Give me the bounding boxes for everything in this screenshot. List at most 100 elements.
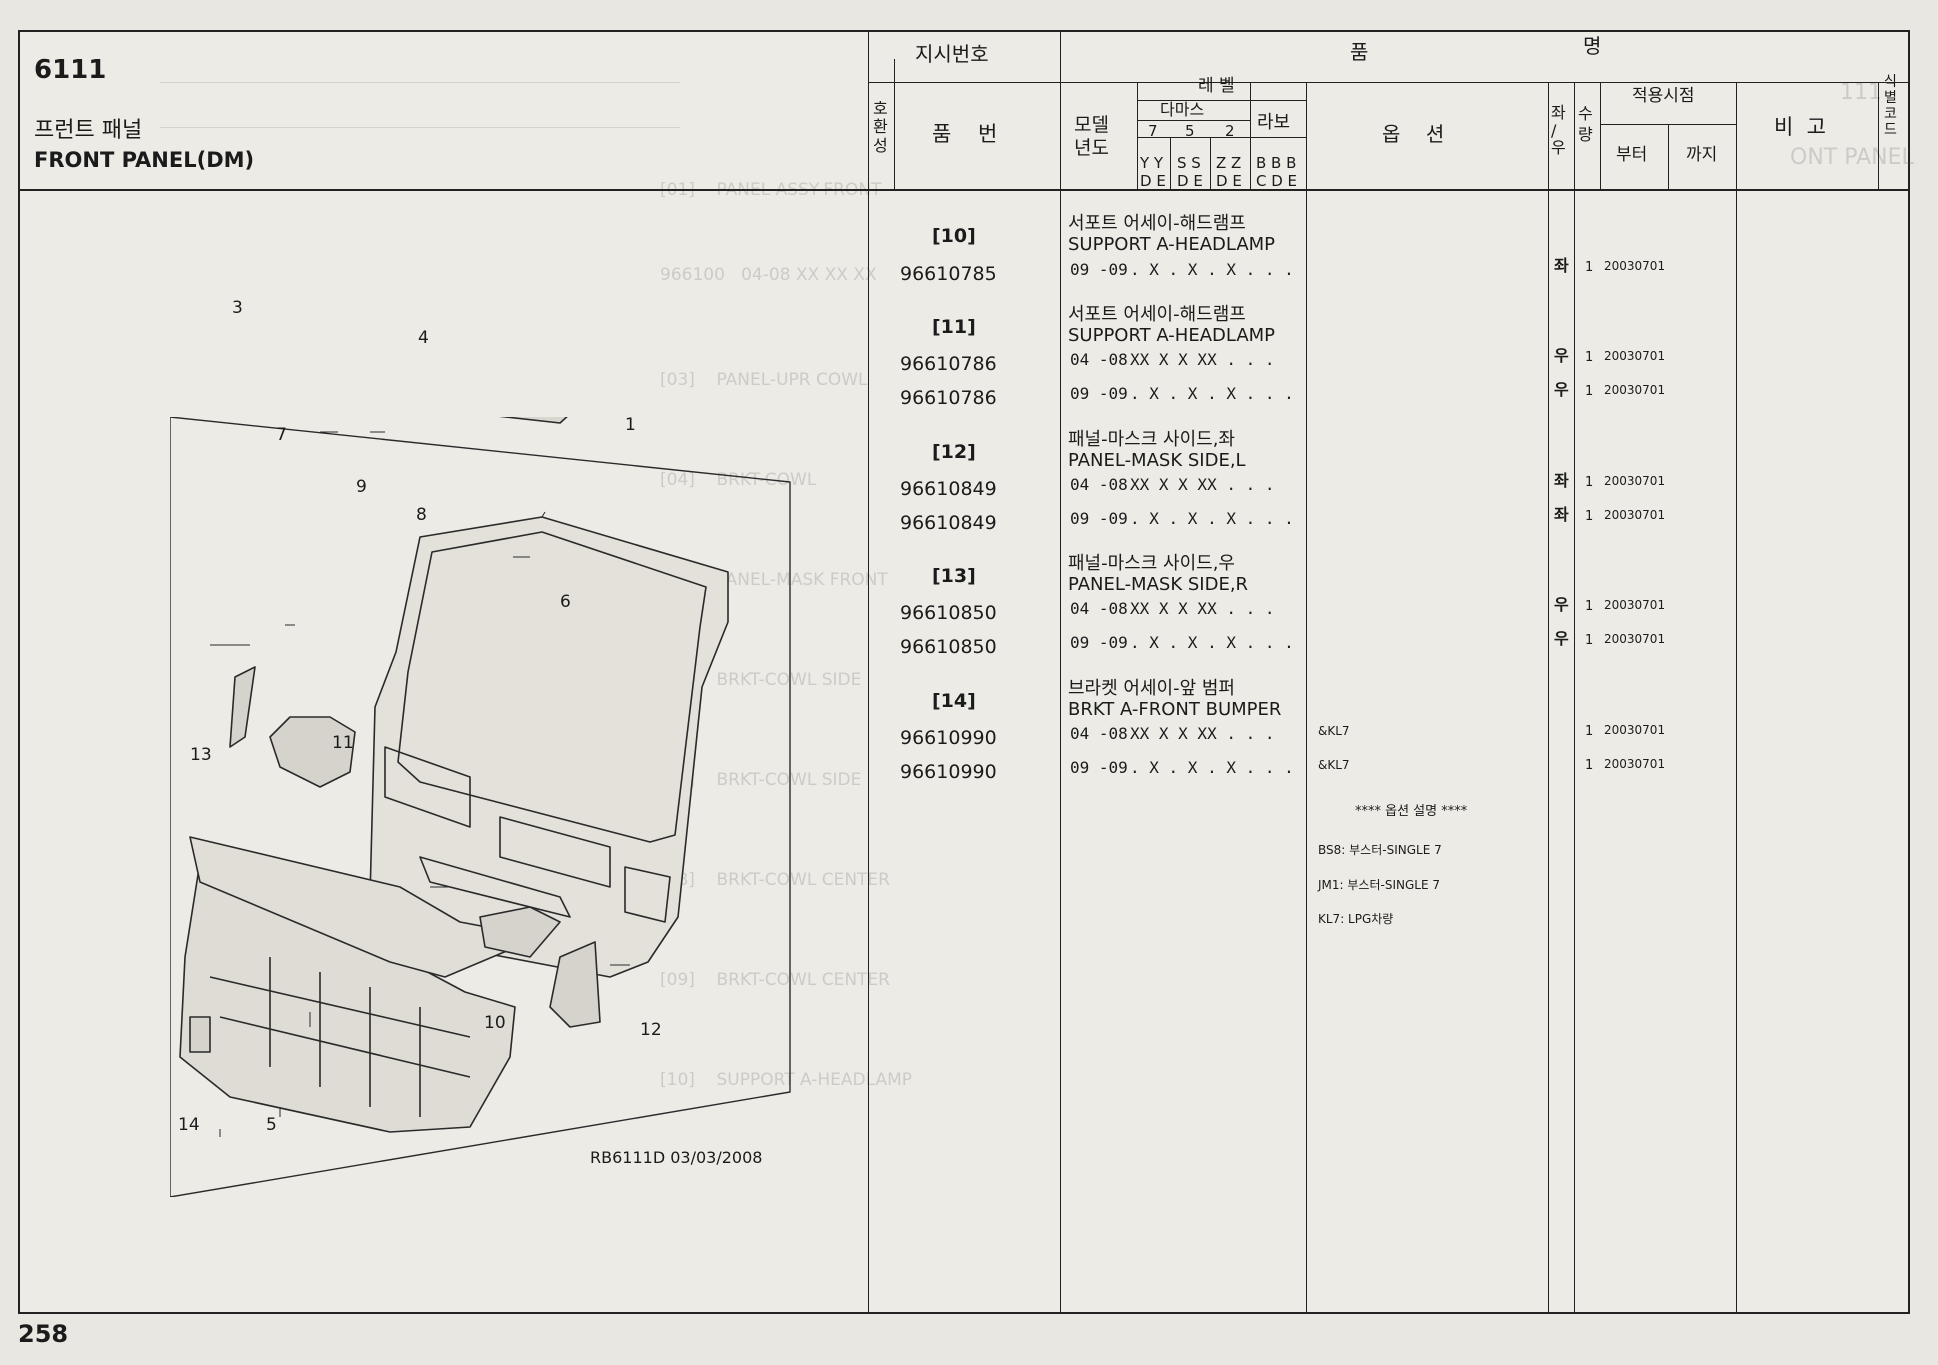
model-year: 04 -08: [1070, 475, 1128, 494]
header-lv7: 7: [1148, 122, 1158, 140]
header-bottom-rule: [20, 189, 1908, 191]
header-de3: D E: [1216, 172, 1242, 190]
part-number: 96610849: [900, 478, 997, 500]
quantity: 1: [1585, 260, 1594, 275]
part-name-en: BRKT A-FRONT BUMPER: [1068, 699, 1282, 720]
callout-4: 4: [418, 328, 429, 348]
header-to: 까지: [1686, 145, 1718, 165]
header-side: 좌 / 우: [1551, 103, 1566, 158]
option-note-item: JM1: 부스터-SINGLE 7: [1318, 878, 1440, 892]
quantity: 1: [1585, 475, 1594, 490]
quantity: 1: [1585, 509, 1594, 524]
level-marks: . X . X . X . . .: [1130, 384, 1294, 403]
header-rule: [868, 82, 1908, 83]
header-from: 부터: [1616, 145, 1648, 165]
model-year: 09 -09: [1070, 633, 1128, 652]
header-model-year: 모델 년도: [1074, 114, 1109, 159]
part-number: 96610850: [900, 602, 997, 624]
catalog-sheet: [01] PANEL ASSY-FRONT 966100 04-08 XX XX…: [18, 30, 1914, 1314]
diagram-frame: [170, 417, 791, 1197]
section-title-en: FRONT PANEL(DM): [34, 148, 255, 172]
callout-3: 3: [232, 298, 243, 318]
header-lv5: 5: [1185, 122, 1195, 140]
part-number: 96610786: [900, 387, 997, 409]
col-divider: [894, 59, 895, 189]
header-part-name: 품: [1350, 40, 1369, 64]
model-year: 04 -08: [1070, 350, 1128, 369]
callout-12: 12: [640, 1020, 662, 1040]
callout-11: 11: [332, 733, 354, 753]
header-yy: Y Y: [1140, 154, 1164, 172]
header-labo: 라보: [1257, 112, 1291, 133]
header-part-no: 품 번: [932, 122, 998, 146]
col-divider: [1060, 32, 1061, 1312]
header-qty: 수 량: [1578, 104, 1593, 144]
part-number: 96610786: [900, 353, 997, 375]
quantity: 1: [1585, 384, 1594, 399]
bumper-bracket-strip: [189, 836, 541, 978]
section-title-ko: 프런트 패널: [34, 118, 143, 143]
quantity: 1: [1585, 633, 1594, 648]
from-date: 20030701: [1604, 474, 1666, 488]
part-name-ko: 패널-마스크 사이드,우: [1068, 553, 1235, 574]
level-marks: XX X X XX . . .: [1130, 475, 1275, 494]
callout-6: 6: [560, 592, 571, 612]
model-year: 09 -09: [1070, 384, 1128, 403]
ref-number: [11]: [932, 316, 976, 338]
part-number: 96610990: [900, 727, 997, 749]
from-date: 20030701: [1604, 349, 1666, 363]
header-zz: Z Z: [1216, 154, 1242, 172]
side-marker: 좌: [1554, 256, 1569, 275]
callout-8: 8: [416, 505, 427, 525]
side-marker: 우: [1554, 629, 1569, 648]
header-applied: 적용시점: [1632, 86, 1695, 106]
model-year: 04 -08: [1070, 599, 1128, 618]
col-divider: [1668, 124, 1669, 189]
side-brackets: [189, 666, 601, 1053]
side-marker: 우: [1554, 595, 1569, 614]
section-code: 6111: [34, 55, 107, 85]
page-number: 258: [18, 1320, 69, 1348]
option-notes-title: **** 옵션 설명 ****: [1355, 804, 1468, 819]
header-de2: D E: [1177, 172, 1203, 190]
part-number: 96610990: [900, 761, 997, 783]
from-date: 20030701: [1604, 723, 1666, 737]
col-divider: [868, 32, 869, 1312]
level-marks: . X . X . X . . .: [1130, 758, 1294, 777]
ref-number: [12]: [932, 441, 976, 463]
part-name-ko: 서포트 어세이-해드램프: [1068, 213, 1246, 234]
level-marks: . X . X . X . . .: [1130, 260, 1294, 279]
level-marks: . X . X . X . . .: [1130, 633, 1294, 652]
callout-13: 13: [190, 745, 212, 765]
header-damas: 다마스: [1160, 100, 1205, 119]
header-remark: 비 고: [1774, 115, 1826, 139]
col-divider: [1574, 82, 1575, 1312]
part-name-ko: 서포트 어세이-해드램프: [1068, 304, 1246, 325]
header-rule: [1600, 124, 1736, 125]
header-lv2: 2: [1225, 122, 1235, 140]
side-marker: 우: [1554, 346, 1569, 365]
from-date: 20030701: [1604, 598, 1666, 612]
front-panel-main: [369, 516, 729, 978]
header-level: 레 벨: [1198, 76, 1235, 96]
side-marker: 좌: [1554, 505, 1569, 524]
from-date: 20030701: [1604, 508, 1666, 522]
from-date: 20030701: [1604, 259, 1666, 273]
option-note-item: BS8: 부스터-SINGLE 7: [1318, 843, 1442, 857]
from-date: 20030701: [1604, 383, 1666, 397]
level-marks: XX X X XX . . .: [1130, 599, 1275, 618]
header-rule: [1137, 100, 1306, 101]
model-year: 09 -09: [1070, 509, 1128, 528]
upper-cowl-panel: [498, 417, 568, 424]
part-name-ko: 브라켓 어세이-앞 범퍼: [1068, 678, 1235, 699]
col-divider: [1600, 82, 1601, 189]
callout-9: 9: [356, 477, 367, 497]
diagram-caption: RB6111D 03/03/2008: [590, 1148, 763, 1167]
col-divider: [1306, 82, 1307, 1312]
option-code: &KL7: [1318, 758, 1350, 772]
model-year: 09 -09: [1070, 758, 1128, 777]
header-compat: 호 환 성: [873, 99, 888, 155]
header-option: 옵 션: [1382, 122, 1445, 146]
col-divider: [1137, 82, 1138, 189]
from-date: 20030701: [1604, 757, 1666, 771]
